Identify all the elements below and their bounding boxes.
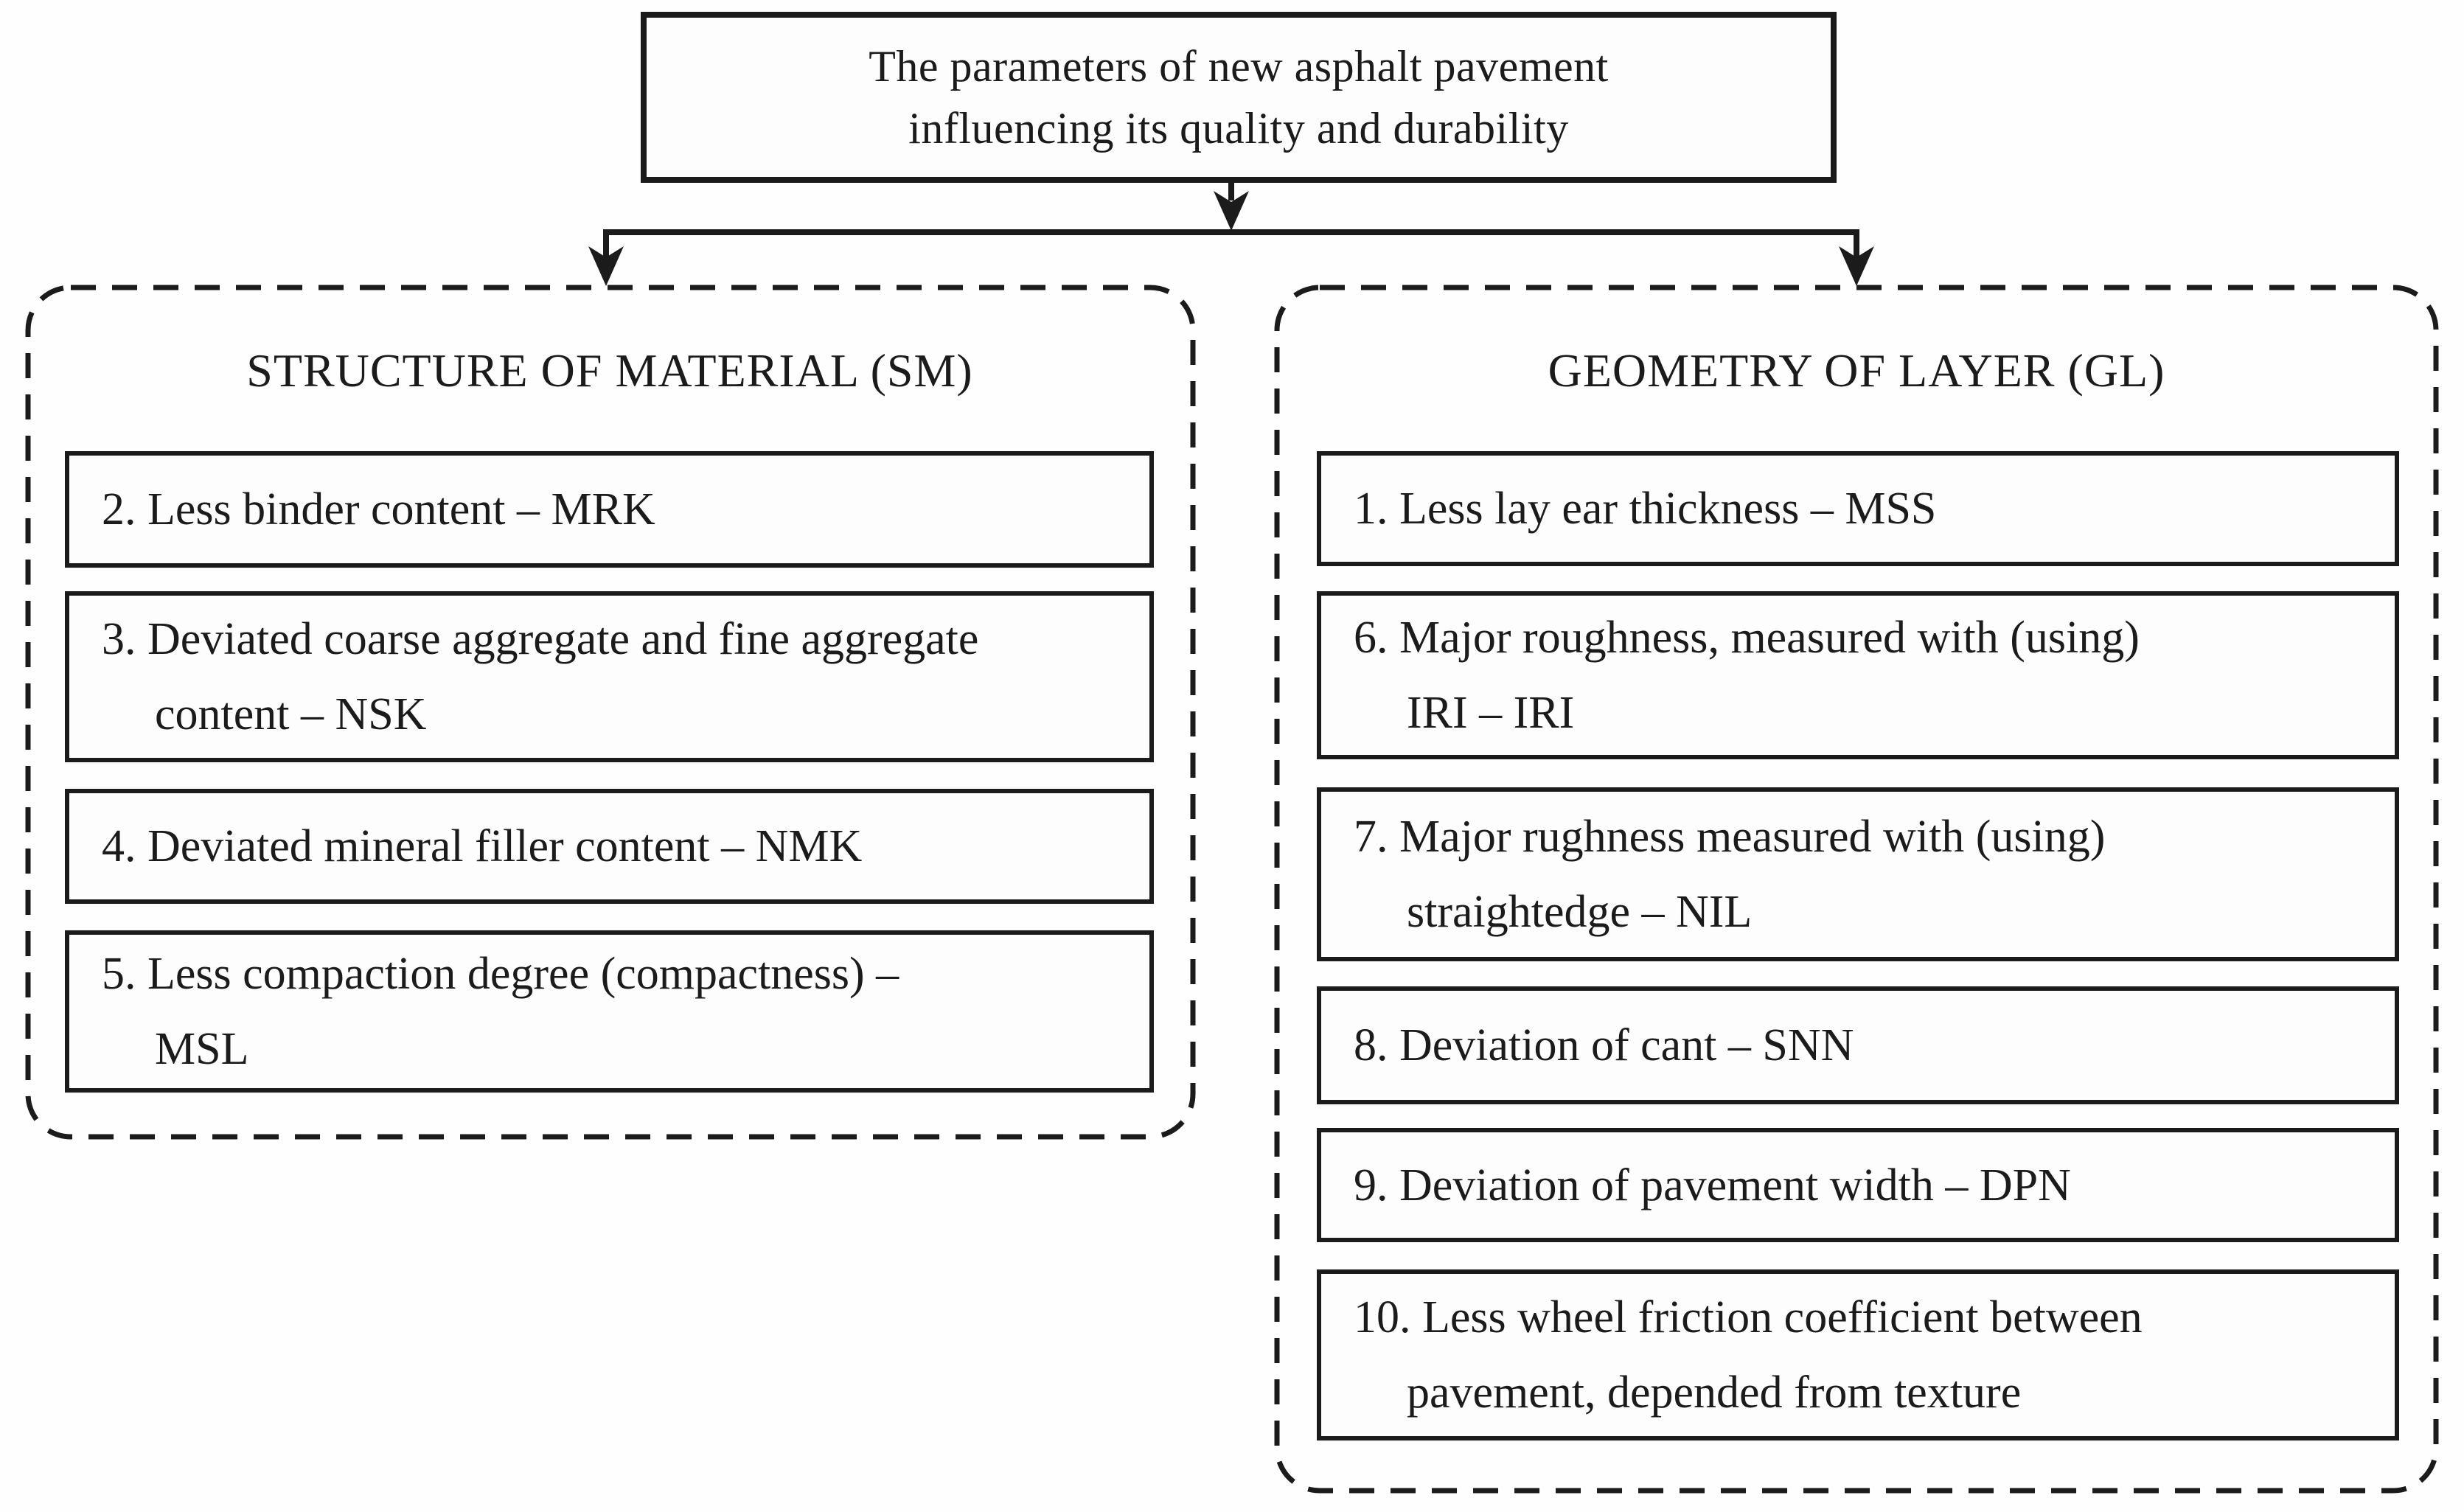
node-text: 1. Less lay ear thickness – MSS: [1354, 484, 1937, 534]
connector-stem-left: [603, 229, 609, 257]
arrow-down-icon: [588, 246, 624, 286]
node-nsk: 3. Deviated coarse aggregate and fine ag…: [65, 591, 1154, 762]
node-nmk: 4. Deviated mineral filler content – NMK: [65, 789, 1154, 904]
node-msl: 5. Less compaction degree (compactness) …: [65, 930, 1154, 1093]
panel-structure-of-material-border: [25, 285, 1196, 1140]
arrow-down-icon: [1214, 191, 1249, 231]
connector-stem-center: [1228, 181, 1234, 201]
root-node: The parameters of new asphalt pavement i…: [641, 12, 1837, 183]
node-text: 5. Less compaction degree (compactness) …: [102, 949, 899, 999]
arrow-down-icon: [1839, 246, 1874, 286]
node-mss: 1. Less lay ear thickness – MSS: [1317, 451, 2399, 566]
root-node-text-line1: The parameters of new asphalt pavement: [869, 42, 1609, 91]
node-text: MSL: [155, 1024, 249, 1074]
node-text: straightedge – NIL: [1407, 887, 1753, 937]
node-text: pavement, depended from texture: [1407, 1368, 2022, 1418]
node-nil: 7. Major rughness measured with (using) …: [1317, 787, 2399, 961]
node-dpn: 9. Deviation of pavement width – DPN: [1317, 1128, 2399, 1242]
node-text: 3. Deviated coarse aggregate and fine ag…: [102, 614, 979, 664]
node-text: 4. Deviated mineral filler content – NMK: [102, 821, 863, 871]
root-node-text-line2: influencing its quality and durability: [908, 104, 1569, 153]
connector-stem-right: [1854, 229, 1859, 257]
node-text: 10. Less wheel friction coefficient betw…: [1354, 1292, 2143, 1342]
node-text: IRI – IRI: [1407, 688, 1575, 738]
node-text: content – NSK: [155, 689, 427, 739]
node-iri: 6. Major roughness, measured with (using…: [1317, 591, 2399, 759]
node-text: 9. Deviation of pavement width – DPN: [1354, 1160, 2071, 1210]
node-text: 7. Major rughness measured with (using): [1354, 812, 2106, 862]
panel-title-geometry-of-layer: GEOMETRY OF LAYER (GL): [1548, 344, 2165, 397]
node-friction: 10. Less wheel friction coefficient betw…: [1317, 1269, 2399, 1440]
connector-horizontal-bar: [603, 229, 1859, 235]
node-mrk: 2. Less binder content – MRK: [65, 451, 1154, 568]
node-text: 8. Deviation of cant – SNN: [1354, 1020, 1854, 1070]
node-text: 6. Major roughness, measured with (using…: [1354, 613, 2140, 663]
panel-title-structure-of-material: STRUCTURE OF MATERIAL (SM): [246, 344, 973, 397]
node-text: 2. Less binder content – MRK: [102, 484, 655, 534]
panel-geometry-of-layer-border: [1274, 285, 2439, 1494]
node-snn: 8. Deviation of cant – SNN: [1317, 986, 2399, 1104]
